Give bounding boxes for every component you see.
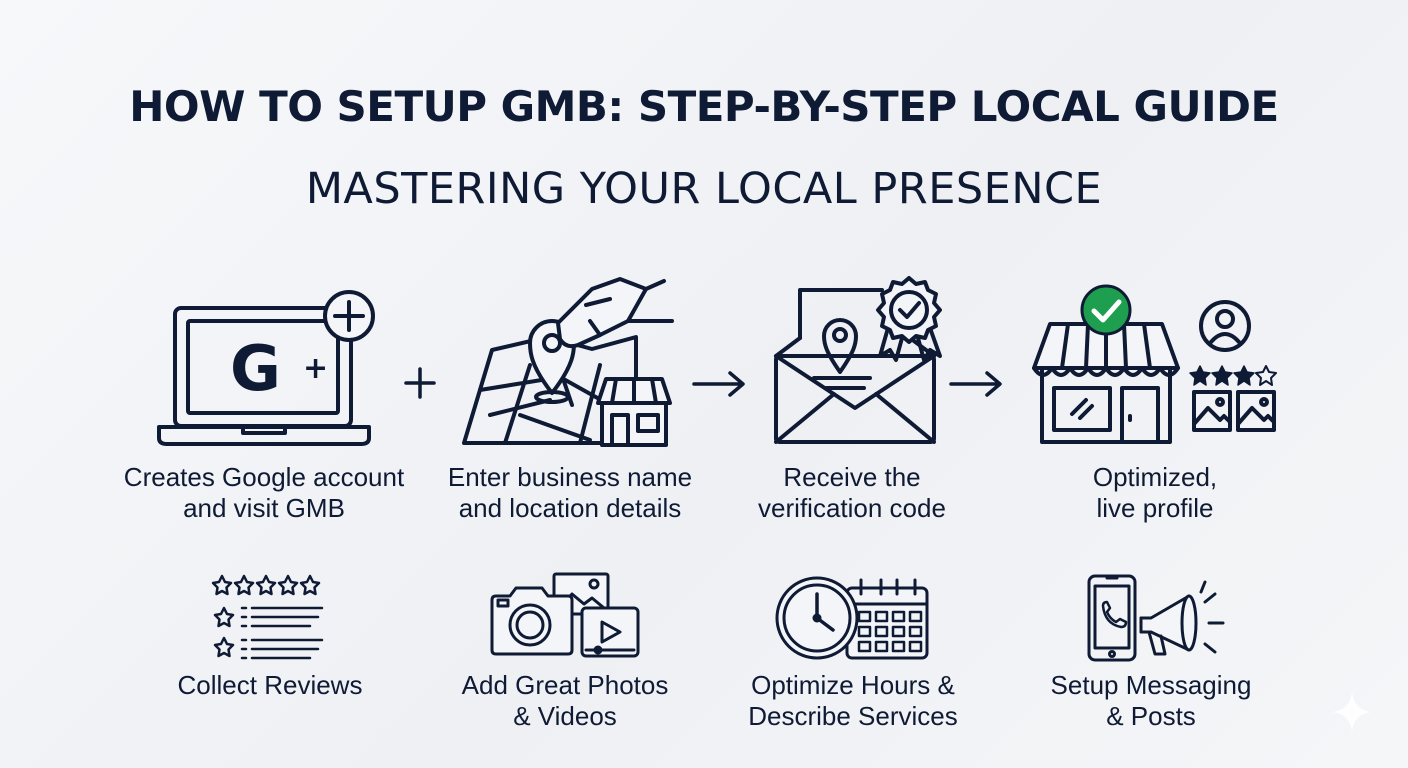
plus-icon — [402, 365, 438, 406]
step-4-line-2: live profile — [1096, 493, 1214, 523]
step-1-line-2: and visit GMB — [183, 493, 345, 523]
step-2-line-2: and location details — [458, 493, 682, 523]
step-2-label: Enter business name and location details — [420, 462, 720, 524]
extra-4-label: Setup Messaging & Posts — [1020, 670, 1282, 732]
step-1-label: Creates Google account and visit GMB — [105, 462, 423, 524]
google-logo-plus: + — [303, 351, 328, 386]
extra-3-line-1: Optimize Hours & — [751, 670, 955, 700]
step-2-line-1: Enter business name — [447, 462, 693, 492]
extra-3-line-2: Describe Services — [748, 701, 958, 731]
extra-2-label: Add Great Photos & Videos — [430, 670, 700, 732]
extra-4-line-1: Setup Messaging — [1050, 670, 1252, 700]
page-subtitle: MASTERING YOUR LOCAL PRESENCE — [305, 164, 1103, 214]
extra-1-line-1: Collect Reviews — [177, 670, 363, 700]
extra-3-label: Optimize Hours & Describe Services — [718, 670, 988, 732]
step-3-line-2: verification code — [758, 493, 946, 523]
step-3-line-1: Receive the — [783, 462, 921, 492]
store-check-profile-icon — [1030, 282, 1280, 447]
arrow-right-icon — [690, 369, 748, 404]
extra-2-line-1: Add Great Photos — [461, 670, 669, 700]
hand-map-pin-store-icon — [460, 265, 680, 450]
step-4-line-1: Optimized, — [1092, 462, 1218, 492]
envelope-badge-icon — [770, 272, 950, 448]
google-logo-letter: G — [230, 332, 281, 405]
clock-calendar-icon — [775, 572, 935, 664]
step-3-label: Receive the verification code — [712, 462, 992, 524]
extra-1-label: Collect Reviews — [140, 670, 400, 701]
extra-2-line-2: & Videos — [513, 701, 617, 731]
arrow-right-icon — [947, 369, 1005, 404]
camera-photo-video-icon — [488, 570, 643, 662]
sparkle-icon — [1330, 690, 1374, 739]
step-4-label: Optimized, live profile — [1030, 462, 1280, 524]
phone-megaphone-icon — [1085, 572, 1235, 664]
step-1-line-1: Creates Google account — [123, 462, 405, 492]
star-ratings-list-icon — [210, 572, 330, 662]
extra-4-line-2: & Posts — [1106, 701, 1196, 731]
page-title: HOW TO SETUP GMB: STEP-BY-STEP LOCAL GUI… — [129, 82, 1279, 131]
laptop-google-plus-icon: G + — [155, 288, 380, 448]
